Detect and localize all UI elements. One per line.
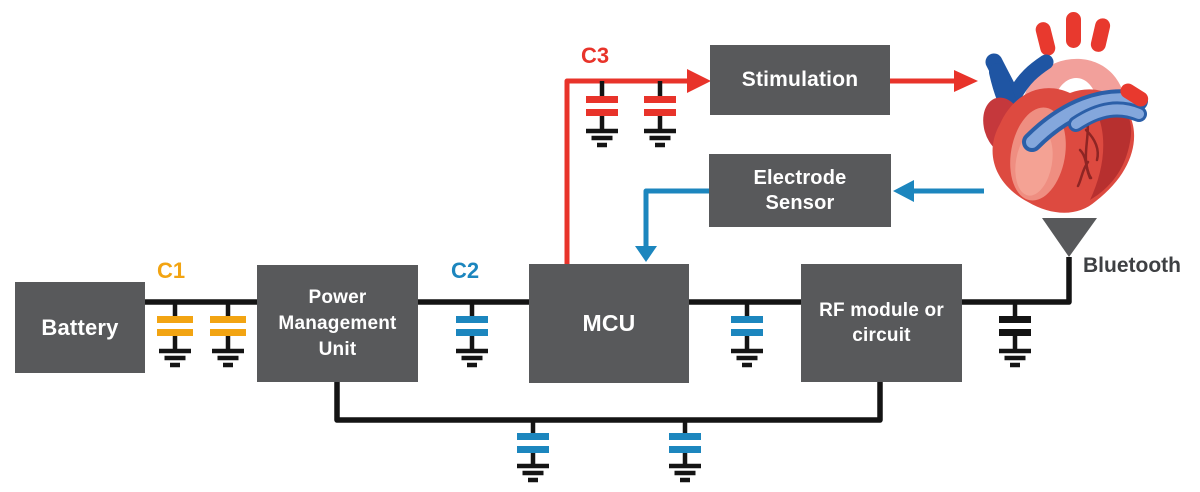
block-rf-module: RF module or circuit bbox=[801, 264, 962, 382]
capacitor-c1-1 bbox=[157, 302, 193, 365]
ground-icon bbox=[644, 131, 676, 145]
pmu-label-line3: Unit bbox=[318, 338, 357, 360]
electrode-sensor-label-line2: Sensor bbox=[765, 191, 835, 214]
block-battery: Battery bbox=[15, 282, 145, 373]
stimulation-label: Stimulation bbox=[741, 68, 859, 91]
label-c1: C1 bbox=[157, 258, 186, 283]
ground-icon bbox=[731, 351, 763, 365]
block-mcu: MCU bbox=[529, 264, 689, 383]
ground-icon bbox=[212, 351, 244, 365]
electrode-sensor-label-line1: Electrode bbox=[753, 166, 847, 189]
heart-illustration bbox=[983, 12, 1149, 213]
label-c2: C2 bbox=[451, 258, 480, 283]
ground-icon bbox=[669, 466, 701, 480]
antenna-icon bbox=[1042, 218, 1097, 257]
red-arrow-to-stimulation bbox=[564, 69, 711, 264]
block-electrode-sensor: Electrode Sensor bbox=[709, 154, 891, 227]
capacitor-c3-2 bbox=[644, 81, 676, 145]
pmu-label-line1: Power bbox=[308, 286, 367, 308]
ground-icon bbox=[517, 466, 549, 480]
blue-arrow-to-electrode-sensor bbox=[893, 180, 984, 202]
rf-label-line2: circuit bbox=[852, 325, 911, 346]
ground-icon bbox=[159, 351, 191, 365]
capacitor-gnd-1 bbox=[517, 420, 549, 480]
battery-label: Battery bbox=[41, 314, 119, 340]
block-stimulation: Stimulation bbox=[710, 45, 890, 115]
capacitor-c1-2 bbox=[210, 302, 246, 365]
rf-label-line1: RF module or bbox=[819, 300, 944, 321]
ground-icon bbox=[999, 351, 1031, 365]
label-bluetooth: Bluetooth bbox=[1083, 254, 1181, 277]
capacitor-c3-1 bbox=[586, 81, 618, 145]
ground-icon bbox=[456, 351, 488, 365]
ground-icon bbox=[586, 131, 618, 145]
block-power-management-unit: Power Management Unit bbox=[257, 265, 418, 382]
mcu-label: MCU bbox=[582, 310, 636, 336]
capacitor-gnd-2 bbox=[669, 420, 701, 480]
blue-arrow-to-mcu bbox=[635, 188, 709, 262]
red-arrow-to-heart bbox=[890, 70, 978, 92]
capacitor-c2 bbox=[456, 302, 488, 365]
capacitor-mcu-rf bbox=[731, 302, 763, 365]
pmu-label-line2: Management bbox=[278, 312, 397, 334]
label-c3: C3 bbox=[581, 43, 610, 68]
wire-ground-bus bbox=[334, 382, 883, 423]
capacitor-antenna bbox=[999, 302, 1031, 365]
